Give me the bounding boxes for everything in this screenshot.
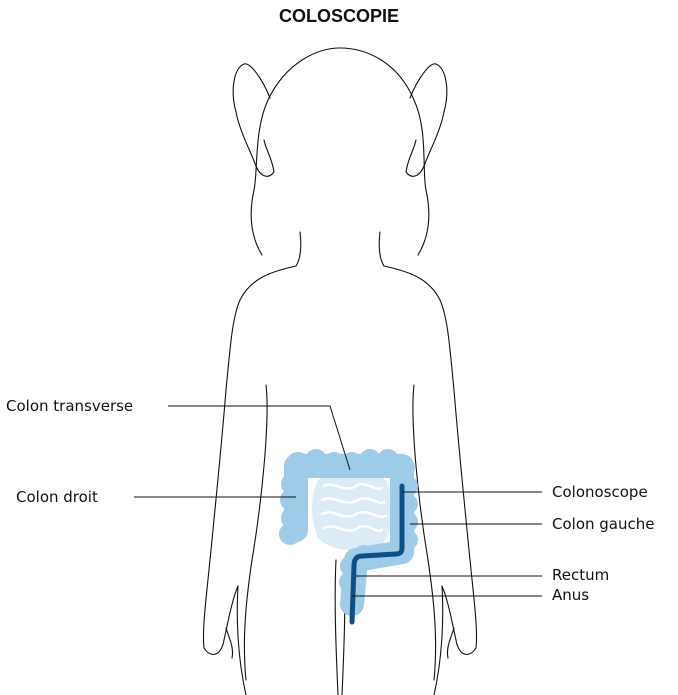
right-arm-inner-line: [413, 385, 436, 680]
child-body-outline: [203, 48, 476, 695]
small-intestine: [312, 473, 392, 551]
label-colon-transverse: Colon transverse: [6, 397, 133, 415]
label-colon-droit: Colon droit: [16, 488, 98, 506]
label-rectum: Rectum: [552, 566, 609, 584]
label-anus: Anus: [552, 586, 589, 604]
left-leg-line: [335, 560, 338, 695]
neck-right: [379, 232, 384, 266]
right-pigtail-outline: [406, 64, 447, 176]
label-colon-gauche: Colon gauche: [552, 515, 654, 533]
left-hand-detail: [226, 628, 233, 658]
head-outline: [251, 48, 429, 255]
small-intestine-mass: [312, 473, 392, 551]
label-colonoscope: Colonoscope: [552, 483, 648, 501]
neck-left: [296, 232, 301, 266]
right-hand-detail: [447, 628, 454, 658]
left-arm-inner-line: [244, 385, 267, 680]
left-pigtail-outline: [233, 64, 274, 176]
